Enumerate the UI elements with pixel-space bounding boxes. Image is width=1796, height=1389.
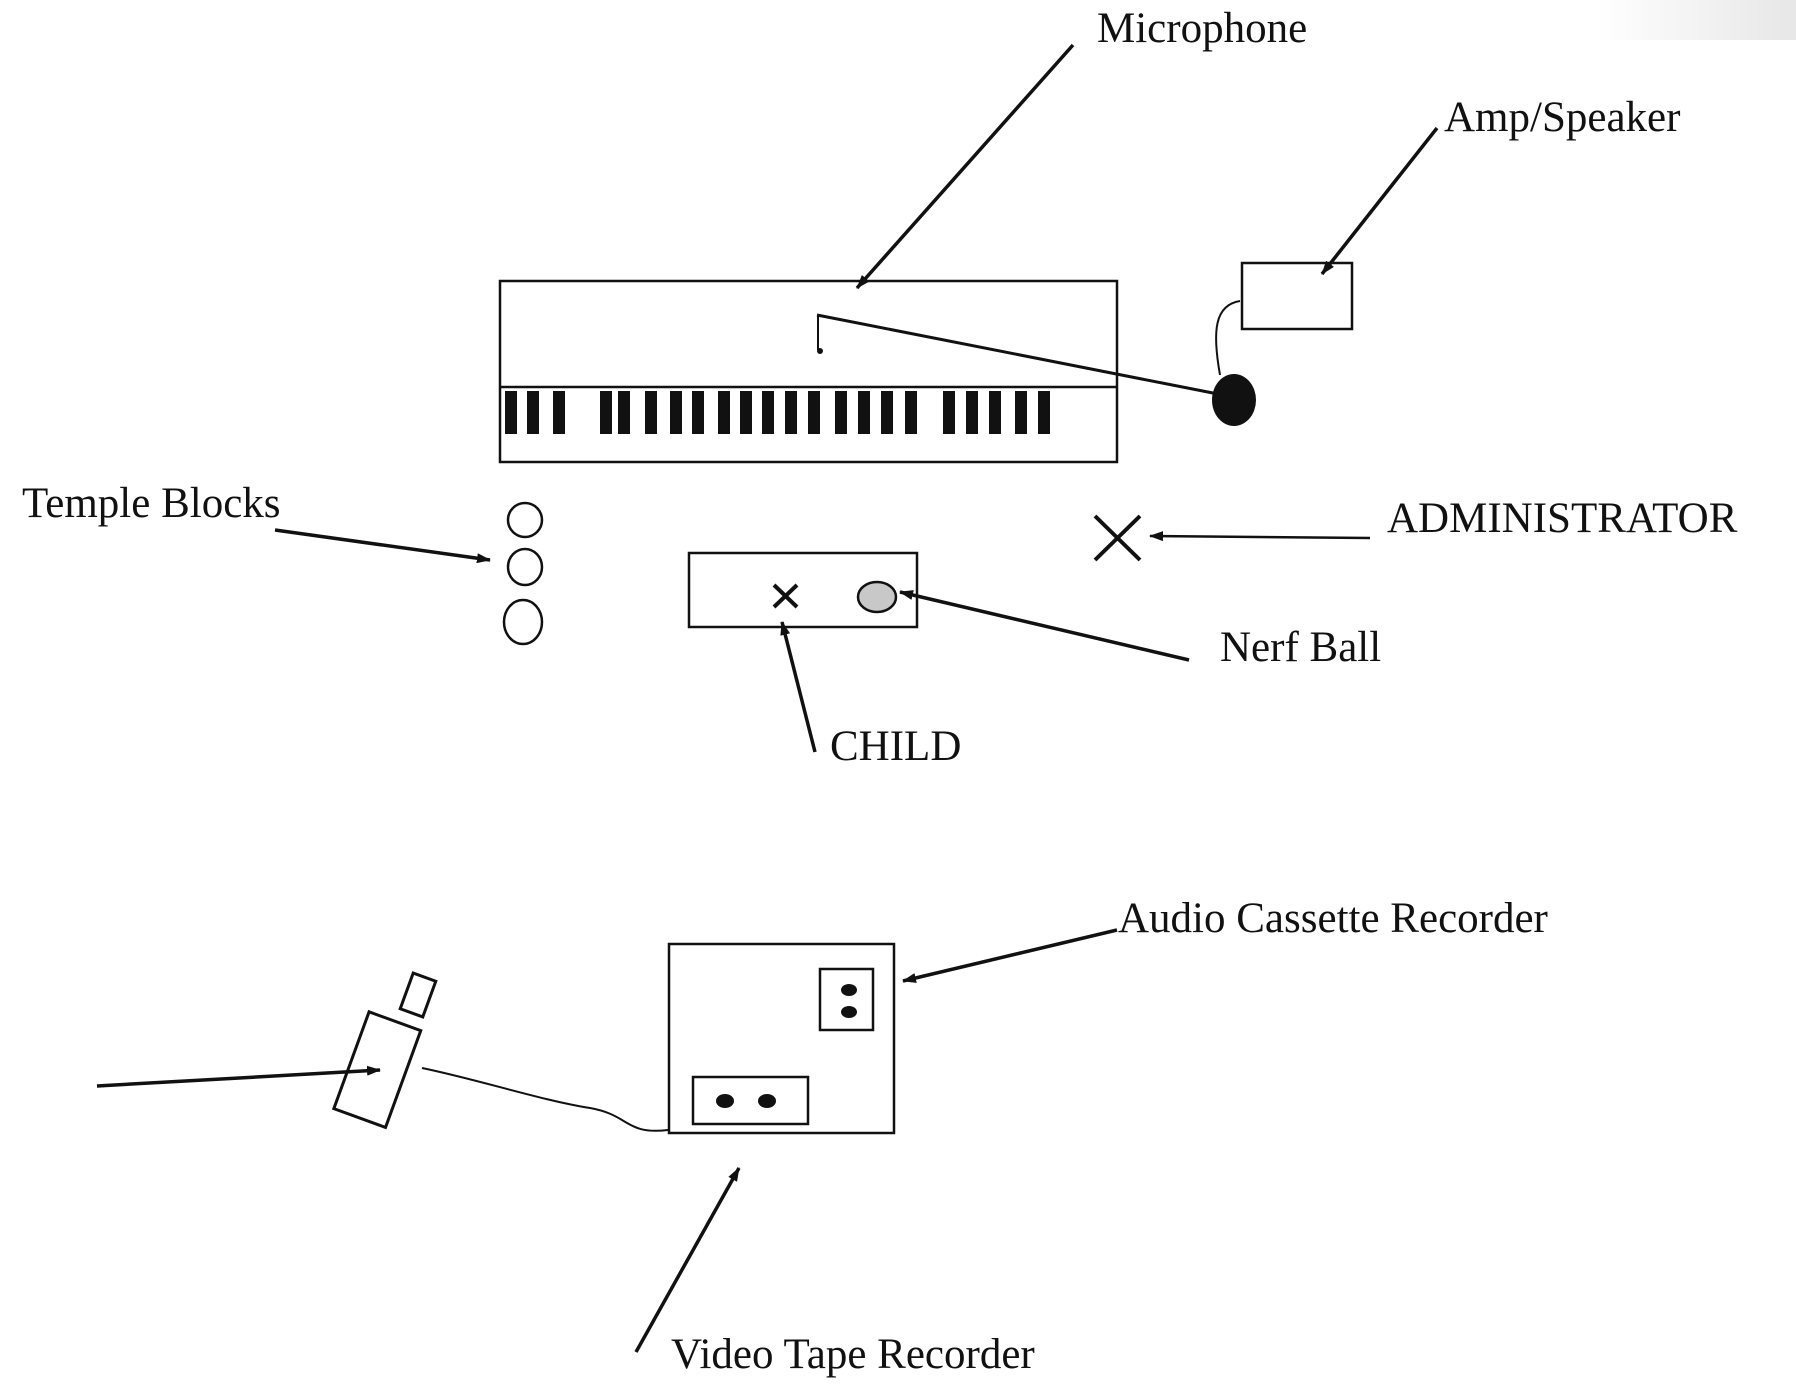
audio-cassette-icon: [818, 967, 875, 1032]
amp-speaker-arrow: [1320, 126, 1439, 276]
keyboard-black-key: [905, 391, 917, 434]
keyboard-black-key: [600, 391, 612, 434]
keyboard-icon: [498, 279, 1119, 464]
video-camera-icon: [331, 971, 438, 1130]
amp-speaker-label: Amp/Speaker: [1444, 94, 1680, 141]
speaker-icon: [1240, 261, 1354, 331]
child-marker-icon: [772, 583, 799, 609]
keyboard-black-key: [618, 391, 630, 434]
keyboard-black-key: [1038, 391, 1050, 434]
administrator-label: ADMINISTRATOR: [1387, 495, 1738, 542]
keyboard-black-key: [835, 391, 847, 434]
video-tape-arrow: [634, 1167, 741, 1353]
keyboard-black-key: [989, 391, 1001, 434]
keyboard-black-key: [553, 391, 565, 434]
nerf-ball-arrow: [899, 590, 1190, 662]
audio-cassette-recorder-label: Audio Cassette Recorder: [1118, 895, 1548, 942]
keyboard-black-key: [718, 391, 730, 434]
keyboard-black-key: [966, 391, 978, 434]
keyboard-black-key: [740, 391, 752, 434]
keyboard-black-key: [692, 391, 704, 434]
video-tape-recorder-label: Video Tape Recorder: [671, 1331, 1035, 1378]
keyboard-black-key: [762, 391, 774, 434]
keyboard-black-key: [645, 391, 657, 434]
keyboard-black-key: [881, 391, 893, 434]
camera-arrow: [96, 1065, 381, 1088]
camera-cable: [421, 1067, 669, 1132]
keyboard-black-key: [527, 391, 539, 434]
temple-blocks-icon: [502, 501, 544, 646]
keyboard-black-key: [670, 391, 682, 434]
administrator-marker-icon: [1093, 514, 1142, 562]
recorder-cabinet: [667, 942, 896, 1135]
child-arrow: [780, 621, 817, 753]
child-seat: [687, 551, 919, 629]
corner-shading: [1596, 0, 1796, 40]
microphone-arrow: [855, 43, 1075, 290]
video-tape-icon: [691, 1075, 810, 1126]
temple-blocks-arrow: [274, 528, 491, 564]
keyboard-black-key: [505, 391, 517, 434]
microphone-icon: [816, 300, 1256, 426]
child-label: CHILD: [830, 723, 961, 770]
temple-blocks-label: Temple Blocks: [22, 480, 281, 527]
keyboard-black-keys: [505, 391, 1050, 434]
keyboard-black-key: [808, 391, 820, 434]
nerf-ball-icon: [856, 580, 898, 614]
keyboard-black-key: [1015, 391, 1027, 434]
administrator-arrow: [1149, 531, 1371, 542]
audio-cassette-arrow: [902, 928, 1118, 983]
microphone-label: Microphone: [1097, 5, 1307, 52]
keyboard-black-key: [858, 391, 870, 434]
keyboard-black-key: [943, 391, 955, 434]
nerf-ball-label: Nerf Ball: [1220, 624, 1381, 671]
keyboard-black-key: [785, 391, 797, 434]
